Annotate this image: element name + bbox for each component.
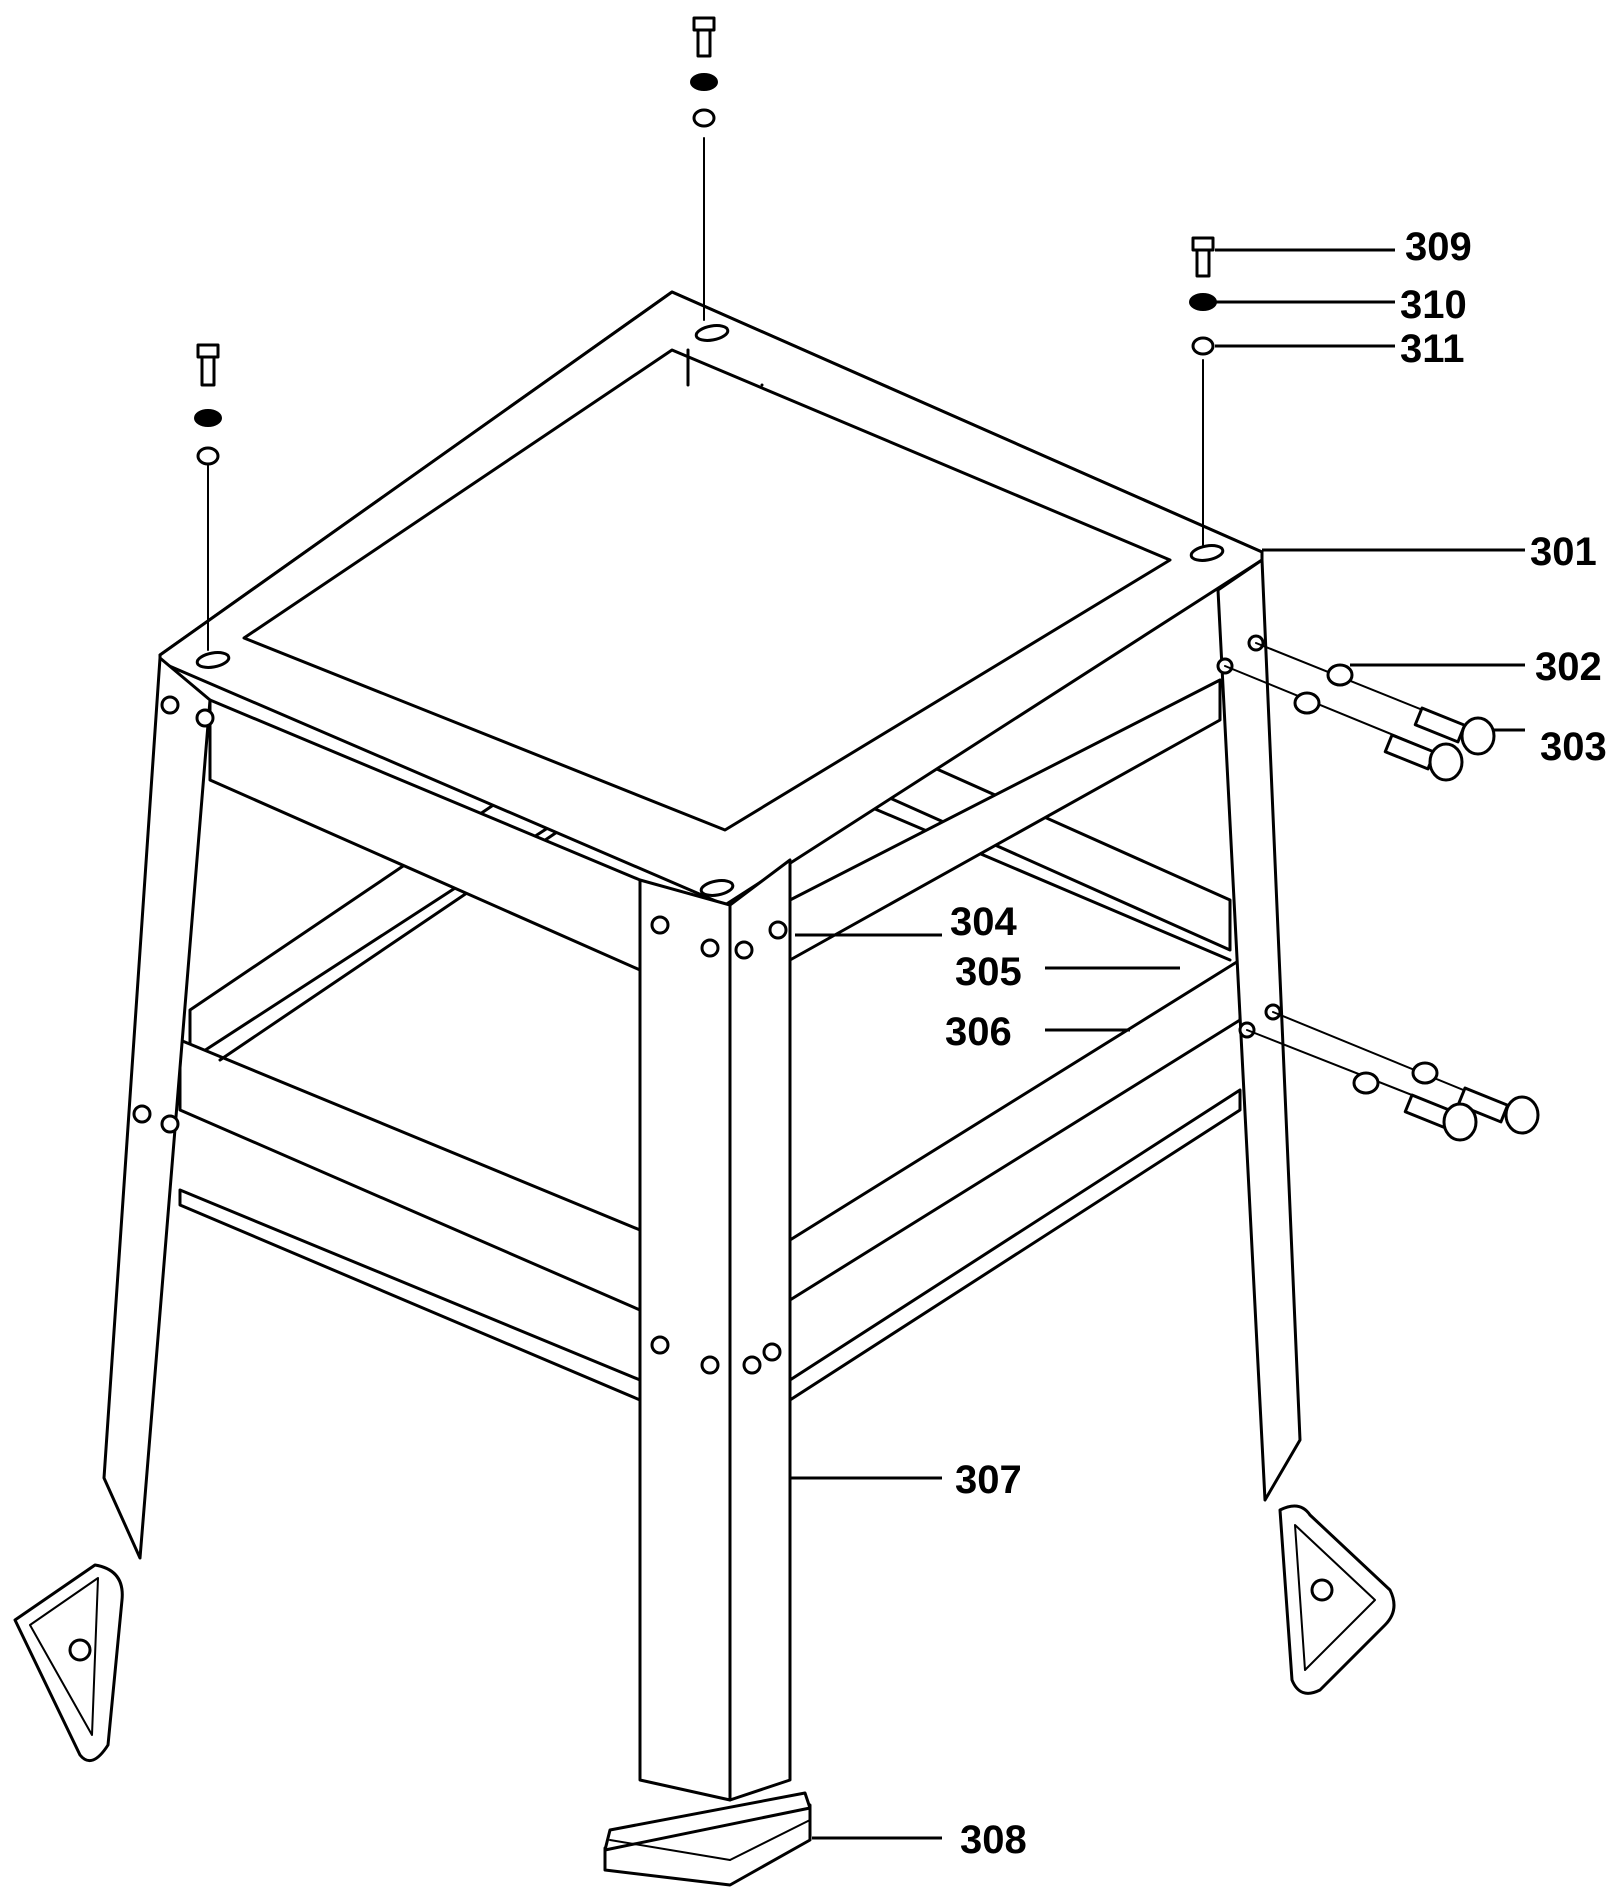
callout-311: 311 xyxy=(1400,327,1465,371)
carriage-bolts-lower xyxy=(1246,1011,1540,1142)
left-leg xyxy=(102,656,215,1560)
callout-labels: 309 310 311 301 302 303 304 305 306 307 … xyxy=(945,225,1607,1862)
callout-307: 307 xyxy=(955,1458,1022,1502)
slot-hole xyxy=(694,324,730,342)
foot-right xyxy=(1278,1504,1396,1695)
foot-front xyxy=(603,1791,812,1887)
callout-308: 308 xyxy=(960,1818,1027,1862)
foot-left xyxy=(13,1563,124,1763)
leader-lines xyxy=(790,248,1525,1840)
fastener-stack-right xyxy=(1189,236,1217,546)
callout-309: 309 xyxy=(1405,225,1472,269)
fastener-stack-back xyxy=(690,16,718,321)
callout-301: 301 xyxy=(1530,530,1597,574)
slot-hole xyxy=(195,651,231,669)
callout-305: 305 xyxy=(955,950,1022,994)
top-frame xyxy=(158,290,1264,907)
front-leg xyxy=(638,858,792,1802)
callout-302: 302 xyxy=(1535,645,1602,689)
slot-hole xyxy=(1189,544,1225,562)
fastener-stack-left xyxy=(194,343,222,651)
slot-hole xyxy=(699,879,735,897)
callout-306: 306 xyxy=(945,1010,1012,1054)
callout-304: 304 xyxy=(950,900,1017,944)
callout-310: 310 xyxy=(1400,283,1467,327)
carriage-bolts-upper xyxy=(1224,642,1496,782)
callout-303: 303 xyxy=(1540,725,1607,769)
right-leg xyxy=(1216,558,1302,1502)
